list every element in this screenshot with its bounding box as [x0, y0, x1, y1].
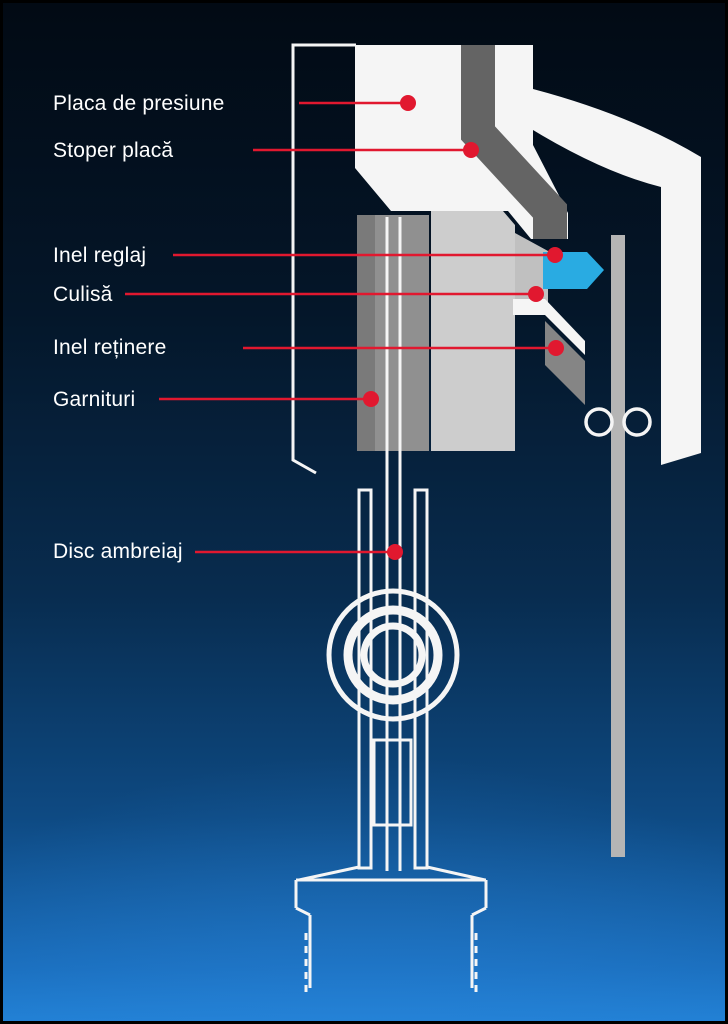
leader-culisa — [125, 286, 544, 302]
spline-sleeve — [372, 738, 413, 827]
clutch-diagram — [125, 43, 701, 993]
disc-strip-right — [413, 488, 429, 870]
flare-left — [298, 865, 360, 882]
marker-dot — [548, 340, 564, 356]
marker-dot — [363, 391, 379, 407]
bellhousing-solid-lines — [294, 878, 488, 988]
hub-ring-inner — [360, 622, 426, 688]
label-placa-de-presiune: Placa de presiune — [53, 92, 225, 115]
leader-inel-retinere — [243, 340, 564, 356]
retaining-bracket-white — [513, 299, 585, 355]
plate-stopper-band — [461, 45, 567, 239]
label-disc-ambreiaj: Disc ambreiaj — [53, 540, 183, 563]
leader-stoper-placa — [253, 142, 479, 158]
label-inel-retinere: Inel reținere — [53, 336, 167, 359]
marker-dot — [463, 142, 479, 158]
leader-inel-reglaj — [173, 247, 563, 263]
label-garnituri: Garnituri — [53, 388, 136, 411]
marker-dot — [400, 95, 416, 111]
hub-ring-outer — [326, 588, 460, 722]
leader-disc-ambreiaj — [195, 544, 403, 560]
label-inel-reglaj: Inel reglaj — [53, 244, 147, 267]
leader-garnituri — [159, 391, 379, 407]
hub-ring-middle — [343, 605, 443, 705]
release-arm-hook — [497, 45, 701, 465]
bolt-hole-right — [622, 407, 652, 437]
housing-left-outline — [291, 43, 356, 475]
marker-dot — [387, 544, 403, 560]
bolt-hole-left — [584, 407, 614, 437]
label-culisa: Culisă — [53, 283, 113, 306]
fork-rod-bar — [611, 235, 625, 857]
marker-dot — [547, 247, 563, 263]
hub-block — [431, 211, 515, 451]
label-stoper-placa: Stoper placă — [53, 139, 174, 162]
flare-right — [426, 865, 486, 882]
bellhousing-dashed-lines — [304, 933, 478, 993]
marker-dot — [528, 286, 544, 302]
leader-placa-de-presiune — [299, 95, 416, 111]
disc-strip-left — [357, 488, 373, 870]
bellhousing-outline — [294, 878, 488, 993]
slider-piece — [515, 233, 548, 303]
friction-stack-shaded-edge — [357, 215, 375, 451]
